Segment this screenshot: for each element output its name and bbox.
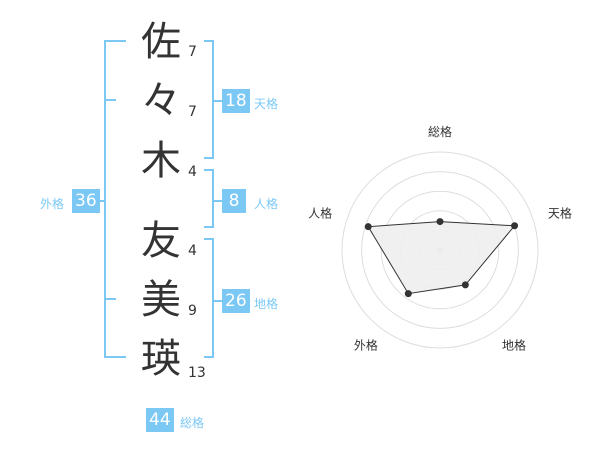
radar-point-1 [436, 218, 444, 226]
name-char-3: 木 [141, 138, 181, 184]
stroke-count-2: 7 [188, 104, 197, 120]
gaikaku-connector [96, 200, 105, 202]
tenkaku-bracket-top [204, 40, 214, 42]
radar-axis-label-4: 外格 [354, 337, 378, 352]
tenkaku-connector [212, 100, 222, 102]
gaikaku-label: 外格 [40, 197, 65, 211]
gaikaku-bracket [104, 40, 106, 358]
soukaku-label: 総格 [180, 416, 205, 430]
gaikaku-tick [104, 99, 116, 101]
tenkaku-bracket [212, 40, 214, 159]
stroke-count-3: 4 [188, 164, 197, 180]
chikaku-bracket [212, 238, 214, 358]
stroke-count-6: 13 [188, 365, 206, 381]
radar-axis-label-2: 天格 [548, 206, 572, 221]
radar-grid-ring [341, 151, 539, 349]
gaikaku-bracket-top [104, 40, 126, 42]
chikaku-connector [212, 300, 222, 302]
stroke-count-1: 7 [188, 44, 197, 60]
stroke-count-4: 4 [188, 243, 197, 259]
radar-point-2 [511, 222, 519, 230]
radar-area [367, 221, 516, 295]
soukaku-value-badge: 44 [146, 408, 174, 432]
stroke-count-5: 9 [188, 303, 197, 319]
radar-axis-label-3: 地格 [502, 337, 526, 352]
radar-point-5 [364, 223, 372, 231]
jinkaku-bracket-bottom [204, 226, 214, 228]
radar-points [364, 218, 519, 298]
tenkaku-label: 天格 [254, 97, 279, 111]
tenkaku-bracket-bottom [204, 157, 214, 159]
radar-axis-label-1: 総格 [428, 124, 452, 139]
name-char-5: 美 [141, 277, 181, 323]
name-char-2: 々 [141, 78, 181, 124]
tenkaku-value-badge: 18 [222, 89, 250, 113]
jinkaku-label: 人格 [254, 197, 279, 211]
gaikaku-tick [104, 298, 116, 300]
radar-point-3 [461, 281, 469, 289]
radar-grid-ring [361, 171, 519, 329]
gaikaku-value-badge: 36 [72, 189, 100, 213]
radar-axis-label-5: 人格 [308, 206, 332, 221]
radar-grid-ring [380, 190, 500, 310]
chikaku-bracket-bottom [204, 356, 214, 358]
jinkaku-value-badge: 8 [222, 189, 246, 213]
chikaku-bracket-top [204, 238, 214, 240]
gaikaku-bracket-bottom [104, 356, 126, 358]
name-char-4: 友 [141, 218, 181, 264]
chikaku-value-badge: 26 [222, 289, 250, 313]
jinkaku-bracket [212, 169, 214, 228]
radar-point-4 [404, 290, 412, 298]
jinkaku-connector [212, 200, 222, 202]
name-char-6: 瑛 [141, 336, 181, 382]
jinkaku-bracket-top [204, 169, 214, 171]
name-strokes-panel: 佐 々 木 友 美 瑛 7 7 4 4 9 13 36 外格 18 天格 8 人… [0, 0, 290, 470]
name-char-1: 佐 [141, 19, 181, 65]
chikaku-label: 地格 [254, 297, 279, 311]
